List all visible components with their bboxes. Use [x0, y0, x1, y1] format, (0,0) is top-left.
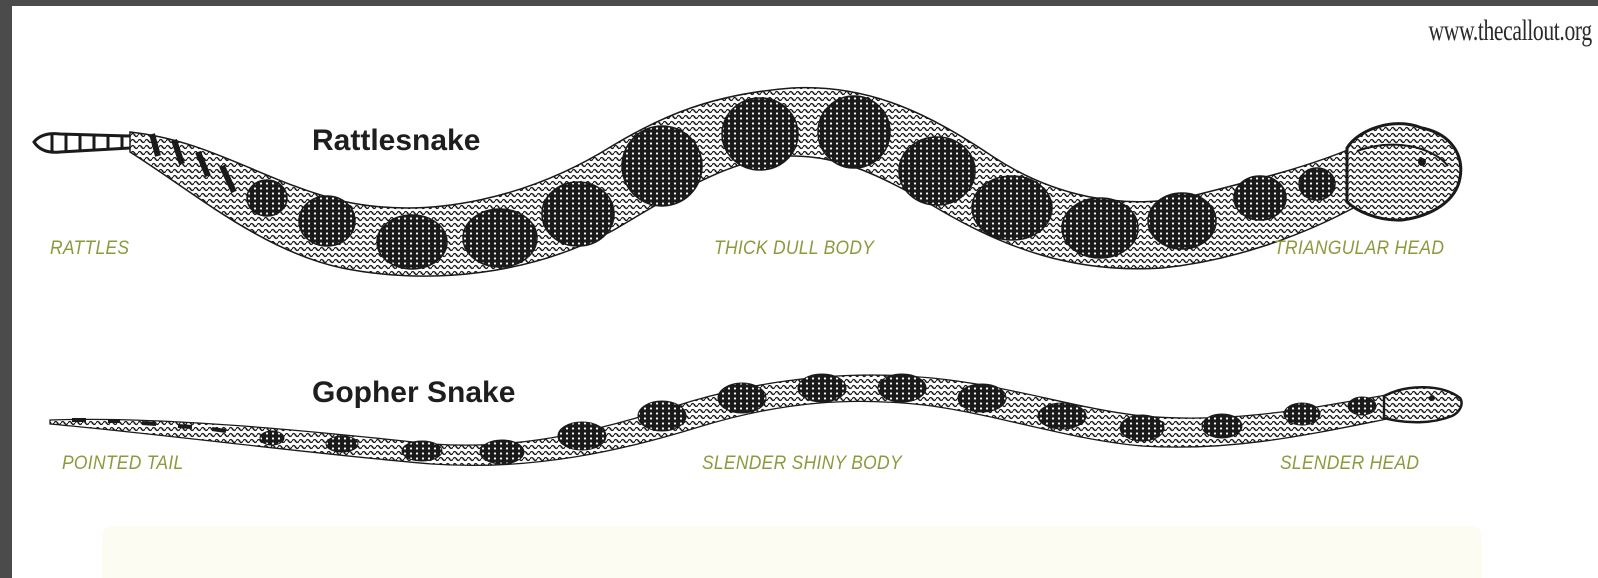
gopher-snake-body [50, 375, 1392, 465]
gopher-snake-head [1384, 387, 1462, 422]
rattlesnake-eye-icon [1418, 158, 1426, 166]
rattlesnake-title: Rattlesnake [312, 124, 480, 158]
gopher-snake-title: Gopher Snake [312, 376, 515, 410]
rattlesnake-body-label: THICK DULL BODY [714, 238, 874, 260]
gopher-snake-eye-icon [1429, 395, 1435, 401]
gopher-snake-body-label: SLENDER SHINY BODY [702, 453, 902, 475]
gopher-snake-head-label: SLENDER HEAD [1280, 453, 1419, 475]
rattlesnake-head-label: TRIANGULAR HEAD [1274, 238, 1444, 260]
rattlesnake-rattle [34, 134, 134, 153]
illustration-canvas: www.thecallout.org [12, 6, 1598, 578]
gopher-snake-tail-label: POINTED TAIL [62, 453, 183, 475]
snake-drawings [12, 6, 1598, 578]
gopher-snake-drawing [50, 374, 1462, 465]
rattlesnake-head [1347, 124, 1461, 220]
rattlesnake-tail-label: RATTLES [50, 238, 129, 260]
